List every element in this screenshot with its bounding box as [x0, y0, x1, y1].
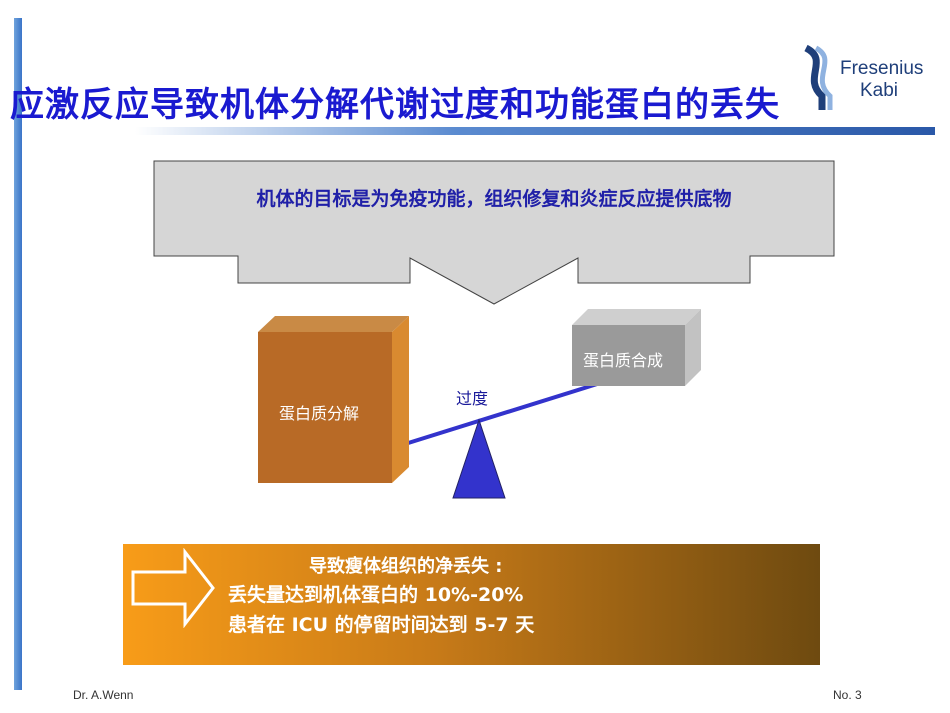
title-underline — [135, 127, 935, 135]
fresenius-kabi-logo: Fresenius Kabi — [796, 44, 946, 114]
protein-breakdown-label: 蛋白质分解 — [279, 404, 360, 423]
goal-callout-arrow — [153, 160, 835, 305]
right-arrow-icon — [131, 548, 215, 628]
consequence-banner: 导致瘦体组织的净丢失 : 丢失量达到机体蛋白的 10%-20% 患者在 ICU … — [123, 544, 820, 665]
logo-mark-icon — [804, 44, 833, 110]
footer-author: Dr. A.Wenn — [73, 688, 134, 702]
goal-callout-text: 机体的目标是为免疫功能，组织修复和炎症反应提供底物 — [256, 188, 732, 210]
protein-synthesis-label: 蛋白质合成 — [583, 351, 664, 370]
logo-line1: Fresenius — [840, 58, 924, 79]
excess-label: 过度 — [456, 389, 489, 408]
protein-synthesis-box — [572, 309, 701, 386]
banner-heading: 导致瘦体组织的净丢失 : — [309, 556, 503, 577]
footer-page-number: No. 3 — [833, 688, 862, 702]
logo-line2: Kabi — [860, 80, 899, 101]
protein-breakdown-box — [258, 316, 409, 483]
banner-line-1: 丢失量达到机体蛋白的 10%-20% — [228, 584, 524, 606]
slide-title: 应激反应导致机体分解代谢过度和功能蛋白的丢失 — [10, 85, 780, 125]
logo-text: Fresenius Kabi — [840, 58, 923, 102]
fulcrum-triangle — [452, 418, 506, 499]
left-accent-bar — [14, 18, 22, 690]
seesaw-lever — [404, 378, 611, 446]
banner-line-2: 患者在 ICU 的停留时间达到 5-7 天 — [228, 614, 535, 636]
